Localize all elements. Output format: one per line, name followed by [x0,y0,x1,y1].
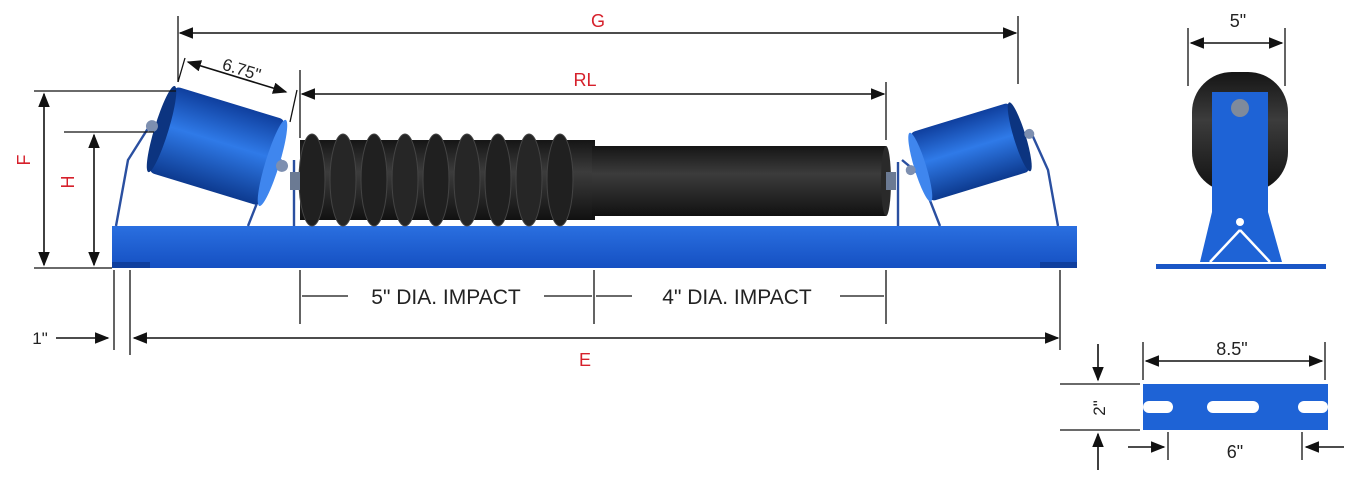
label-g: G [591,11,605,31]
slot-center [1207,401,1259,413]
impact-roll-5in [298,133,595,227]
label-base-height: 2" [1090,400,1109,416]
slot-right [1298,401,1328,413]
base-plate-view: 8.5" 2" 6" [1060,339,1344,470]
impact-disc [360,133,388,227]
left-wing-roll [145,85,289,207]
label-impact-5in: 5" DIA. IMPACT [371,286,521,309]
impact-disc [484,133,512,227]
side-base-plate [1156,264,1326,269]
impact-disc [546,133,574,227]
dimension-h: H [58,131,154,267]
dimension-frame-offset: 1" [32,329,110,348]
impact-roll-4in [592,146,886,216]
side-view: 5" [1156,11,1326,269]
impact-roll-shaft [886,172,896,190]
label-impact-4in: 4" DIA. IMPACT [662,286,812,309]
impact-roll-shaft-left [290,172,300,190]
label-e: E [579,350,591,370]
label-f: F [14,155,34,166]
dimension-f: F [14,90,176,269]
idler-assembly [112,85,1077,268]
base-frame-foot-left [112,262,150,268]
label-frame-offset: 1" [32,329,48,348]
label-base-width: 8.5" [1216,339,1247,359]
label-wing-roll-length: 6.75" [220,55,263,85]
dimension-g: G [177,11,1019,84]
right-wing-roll [905,102,1035,202]
impact-disc [422,133,450,227]
impact-disc [453,133,481,227]
label-rl: RL [573,70,596,90]
base-frame-foot-right [1040,262,1077,268]
impact-disc [329,133,357,227]
side-bracket [1200,92,1282,262]
dimension-e: E [113,270,1061,370]
impact-disc [515,133,543,227]
base-frame [112,226,1077,268]
impact-disc [298,133,326,227]
dimension-rl: RL [299,70,887,140]
dimension-impact: 5" DIA. IMPACT 4" DIA. IMPACT [299,270,887,324]
impact-disc [391,133,419,227]
label-slot-spacing: 6" [1227,442,1243,462]
label-h: H [58,176,78,189]
slot-left [1143,401,1173,413]
label-side-width: 5" [1230,11,1246,31]
